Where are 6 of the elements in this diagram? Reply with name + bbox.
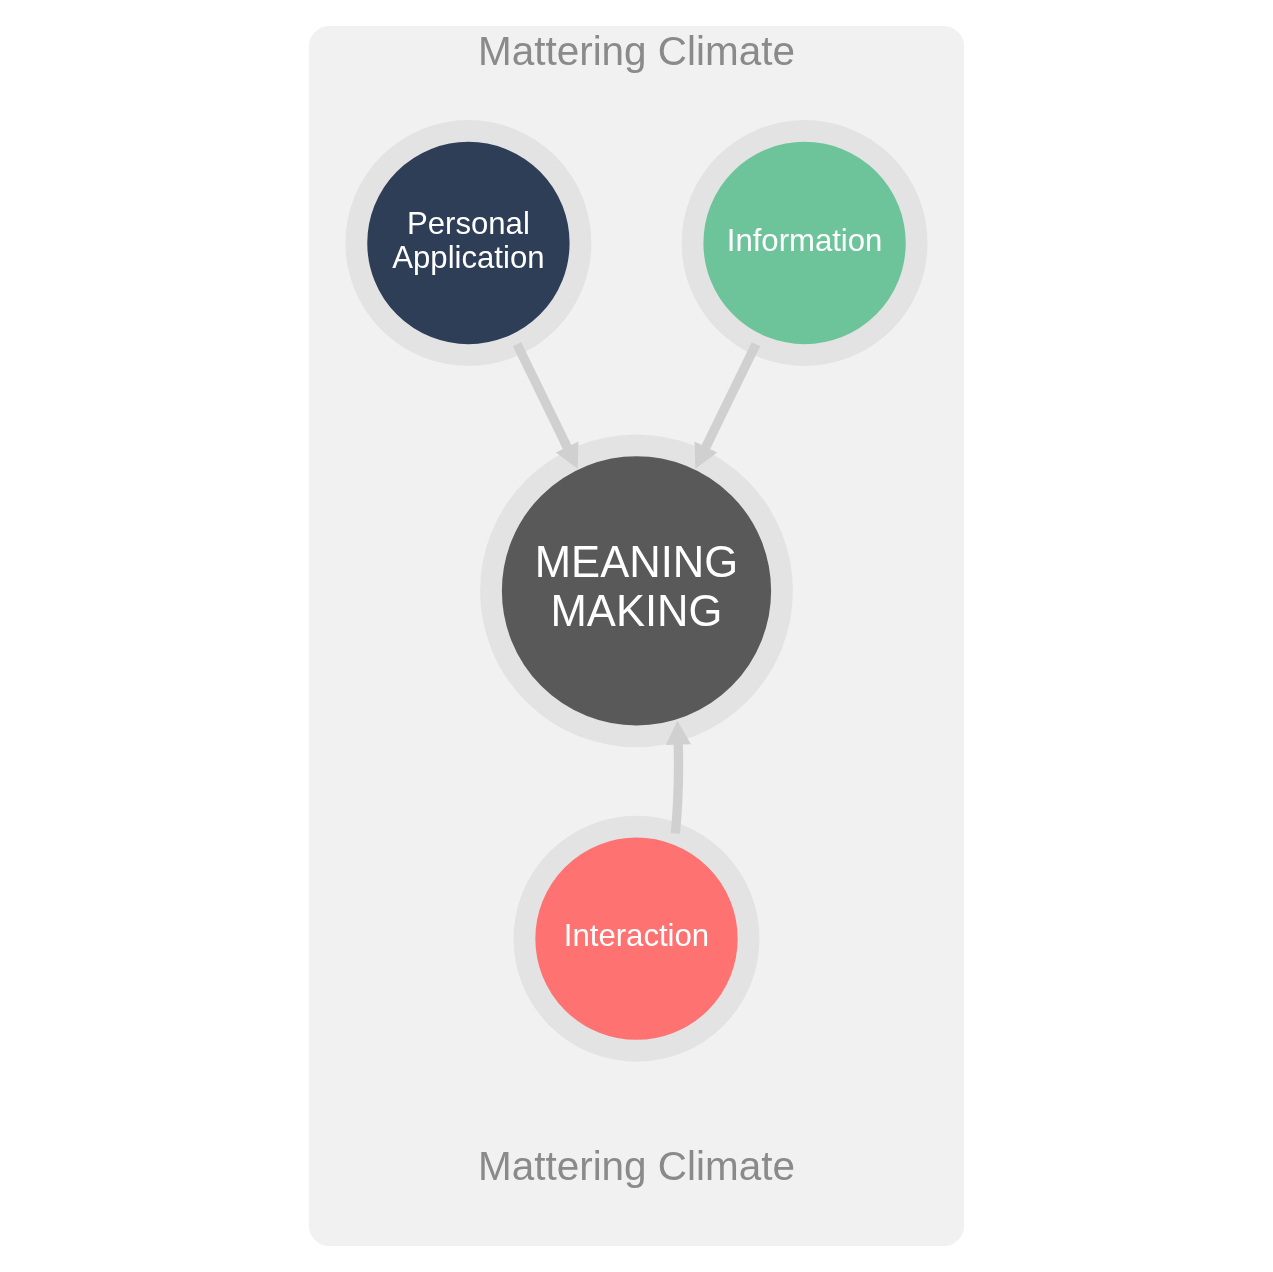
arrow	[512, 342, 579, 469]
node-circle: Personal Application	[345, 120, 592, 366]
node-circle: Interaction	[513, 815, 760, 1062]
node-circle: Information	[681, 120, 928, 366]
arrow	[665, 720, 691, 834]
arrow	[694, 342, 761, 469]
